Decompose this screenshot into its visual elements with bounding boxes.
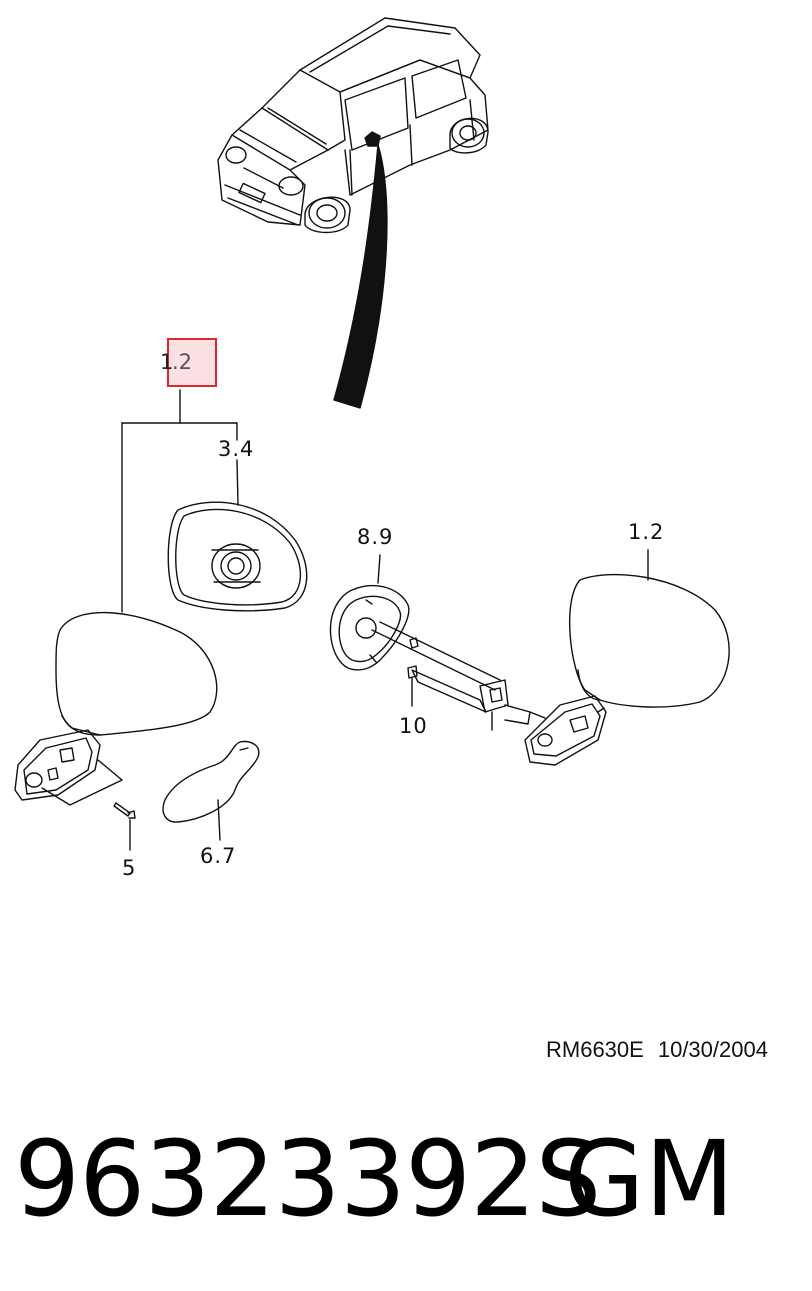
car-illustration — [217, 17, 489, 234]
callout-label-8-9: 8.9 — [357, 525, 394, 549]
reference-date: 10/30/2004 — [657, 1037, 768, 1062]
callout-label-10: 10 — [399, 714, 428, 738]
brand-name: GM — [564, 1118, 735, 1240]
part-number: 96323392S — [14, 1118, 601, 1240]
callout-label-1-2-right: 1.2 — [628, 520, 665, 544]
callout-label-1-prefix: 1 — [160, 350, 174, 374]
mirror-left — [14, 611, 260, 851]
mirror-right — [329, 549, 730, 766]
callout-bracket — [121, 389, 239, 613]
mirror-glass — [167, 501, 308, 612]
callout-label-3-4: 3.4 — [218, 437, 255, 461]
reference-code: RM6630E 10/30/2004 — [546, 1037, 768, 1063]
highlight-box — [167, 338, 217, 387]
pointer-arrow — [333, 144, 388, 409]
callout-label-5: 5 — [122, 856, 137, 880]
callout-label-6-7: 6.7 — [200, 844, 237, 868]
callout-label-highlighted: .2 — [172, 350, 193, 374]
reference-id: RM6630E — [546, 1037, 644, 1062]
